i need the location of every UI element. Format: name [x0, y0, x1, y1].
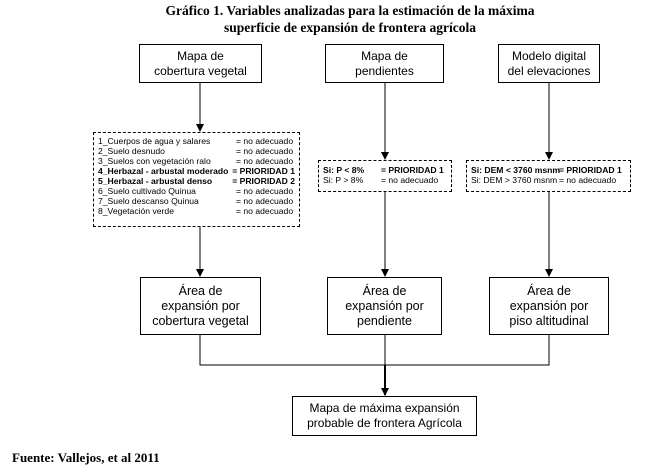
- criteria-row: Si: P < 8% = PRIORIDAD 1: [323, 165, 447, 175]
- criteria-row: 2_Suelo desnudo = no adecuado: [98, 146, 295, 156]
- criteria-value: = no adecuado: [381, 175, 439, 185]
- criteria-label: 2_Suelo desnudo: [98, 146, 165, 156]
- area-cobertura-line-3: cobertura vegetal: [152, 313, 249, 328]
- criteria-pendientes: Si: P < 8% = PRIORIDAD 1 Si: P > 8% = no a…: [318, 160, 452, 192]
- criteria-value: = no adecuado: [236, 156, 294, 166]
- input-elevaciones-line-1: Modelo digital: [511, 48, 587, 63]
- connector-area-cobertura: [199, 335, 385, 366]
- criteria-value: = no adecuado: [559, 175, 617, 185]
- criteria-row: Si: P > 8% = no adecuado: [323, 175, 447, 185]
- area-cobertura-line-2: expansión por: [161, 298, 240, 313]
- area-pendiente: Área de expansión por pendiente: [327, 277, 442, 335]
- criteria-label: 3_Suelos con vegetación ralo: [98, 156, 211, 166]
- area-piso-altitudinal: Área de expansión por piso altitudinal: [489, 277, 609, 335]
- area-pendiente-line-3: pendiente: [357, 313, 412, 328]
- criteria-label: 5_Herbazal - arbustal denso: [98, 176, 213, 186]
- input-elevaciones-line-2: del elevaciones: [507, 63, 591, 78]
- criteria-row: 1_Cuerpos de agua y salares = no adecuado: [98, 136, 295, 146]
- criteria-value: = PRIORIDAD 2: [232, 176, 295, 186]
- input-pendientes-line-2: pendientes: [355, 63, 414, 78]
- input-cobertura-line-1: Mapa de: [177, 48, 224, 63]
- criteria-value: = PRIORIDAD 1: [381, 165, 444, 175]
- criteria-value: = no adecuado: [236, 186, 294, 196]
- criteria-label: 8_Vegetación verde: [98, 206, 174, 216]
- criteria-cobertura: 1_Cuerpos de agua y salares = no adecuado…: [93, 132, 300, 227]
- criteria-row: Si: DEM < 3760 msnm= PRIORIDAD 1: [471, 165, 626, 175]
- figure-title: Gráfico 1. Variables analizadas para la …: [120, 2, 580, 36]
- input-cobertura-line-2: cobertura vegetal: [154, 63, 247, 78]
- area-cobertura-vegetal: Área de expansión por cobertura vegetal: [140, 277, 261, 335]
- input-pendientes: Mapa de pendientes: [325, 44, 444, 83]
- connector-area-altitudinal: [385, 335, 550, 366]
- input-elevaciones: Modelo digital del elevaciones: [498, 44, 600, 83]
- title-line-2: superficie de expansión de frontera agrí…: [223, 20, 477, 35]
- criteria-label: 7_Suelo descanso Quinua: [98, 196, 199, 206]
- criteria-row: 3_Suelos con vegetación ralo = no adecuad…: [98, 156, 295, 166]
- criteria-label: Si: DEM > 3760 msnm: [471, 175, 558, 185]
- criteria-label: 1_Cuerpos de agua y salares: [98, 136, 211, 146]
- result-line-2: probable de frontera Agrícola: [307, 416, 462, 430]
- criteria-value: = no adecuado: [236, 136, 294, 146]
- criteria-label: Si: P > 8%: [323, 175, 364, 185]
- criteria-value: = PRIORIDAD 1: [232, 166, 295, 176]
- criteria-row: 7_Suelo descanso Quinua = no adecuado: [98, 196, 295, 206]
- result-line-1: Mapa de máxima expansión: [309, 401, 460, 415]
- criteria-row: 5_Herbazal - arbustal denso = PRIORIDAD 2: [98, 176, 295, 186]
- criteria-label: Si: P < 8%: [323, 165, 365, 175]
- criteria-value: = no adecuado: [236, 146, 294, 156]
- source-note: Fuente: Vallejos, et al 2011: [12, 450, 160, 465]
- area-altitudinal-line-2: expansión por: [509, 298, 589, 313]
- criteria-label: Si: DEM < 3760 msnm: [471, 165, 561, 175]
- criteria-value: = no adecuado: [236, 196, 294, 206]
- criteria-row: Si: DEM > 3760 msnm= no adecuado: [471, 175, 626, 185]
- criteria-value: = PRIORIDAD 1: [559, 165, 622, 175]
- area-pendiente-line-1: Área de: [362, 283, 407, 298]
- criteria-label: 4_Herbazal - arbustal moderado: [98, 166, 229, 176]
- result-frontera-agricola: Mapa de máxima expansión probable de fro…: [292, 396, 477, 436]
- criteria-value: = no adecuado: [236, 206, 294, 216]
- criteria-row: 8_Vegetación verde = no adecuado: [98, 206, 295, 216]
- input-cobertura-vegetal: Mapa de cobertura vegetal: [139, 44, 262, 83]
- criteria-row: 4_Herbazal - arbustal moderado= PRIORIDA…: [98, 166, 295, 176]
- criteria-elevaciones: Si: DEM < 3760 msnm= PRIORIDAD 1 Si: DEM…: [466, 160, 631, 192]
- criteria-row: 6_Suelo cultivado Quinua = no adecuado: [98, 186, 295, 196]
- input-pendientes-line-1: Mapa de: [361, 48, 408, 63]
- area-cobertura-line-1: Área de: [178, 283, 223, 298]
- title-line-1: Gráfico 1. Variables analizadas para la …: [165, 3, 535, 18]
- area-pendiente-line-2: expansión por: [345, 298, 424, 313]
- area-altitudinal-line-3: piso altitudinal: [509, 313, 589, 328]
- criteria-label: 6_Suelo cultivado Quinua: [98, 186, 196, 196]
- area-altitudinal-line-1: Área de: [527, 283, 571, 298]
